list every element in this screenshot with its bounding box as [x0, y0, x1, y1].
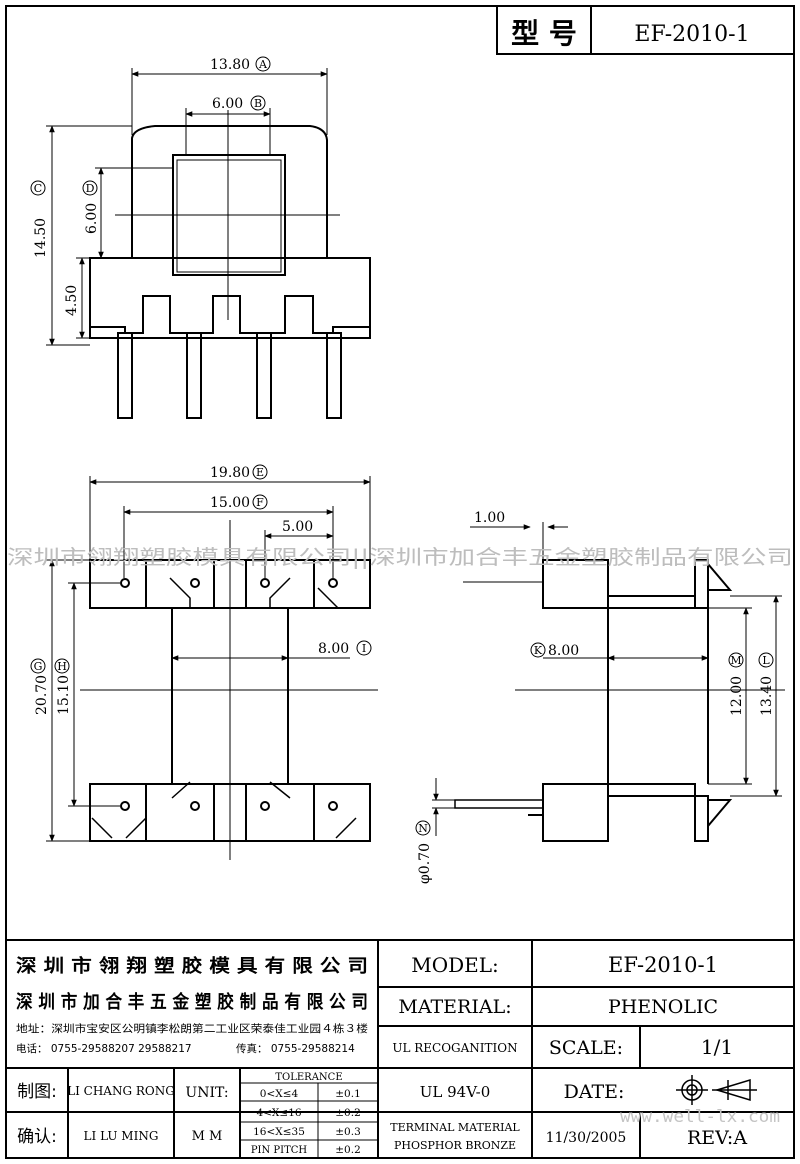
dim-top-height: 14.50 — [33, 218, 49, 258]
material-value: PHENOLIC — [608, 996, 718, 1018]
checked-by-name: LI LU MING — [84, 1129, 159, 1143]
dim-pin-row: 15.10 — [56, 675, 72, 715]
title-block — [6, 939, 794, 1158]
unit-label: UNIT: — [185, 1085, 228, 1101]
checked-by-label: 确认: — [17, 1127, 57, 1147]
ul-label: UL RECOGANITION — [392, 1041, 517, 1055]
header-model-label: 型 号 — [511, 17, 577, 50]
dim-core-width: 8.00 — [318, 641, 349, 657]
dim-side-flange: 1.00 — [474, 510, 505, 526]
header-model-value: EF-2010-1 — [634, 22, 749, 47]
terminal-material-label: TERMINAL MATERIAL — [390, 1121, 520, 1134]
watermark-text: 深圳市翎翔塑胶模具有限公司||深圳市加合丰五金塑胶制品有限公司 — [7, 545, 793, 569]
ref-a: A — [258, 58, 268, 71]
dim-pin-dia: φ0.70 — [417, 843, 433, 884]
terminal-material-value: PHOSPHOR BRONZE — [394, 1139, 516, 1152]
ref-l: L — [762, 654, 770, 667]
ref-n: N — [418, 822, 428, 835]
ref-b: B — [254, 97, 262, 110]
tolerance-value-3: ±0.3 — [335, 1126, 361, 1138]
dim-top-width: 13.80 — [210, 57, 250, 73]
watermark-site: www.well-lx.com — [620, 1107, 780, 1127]
model-value: EF-2010-1 — [608, 953, 718, 977]
tolerance-range-2: 4<X≤16 — [256, 1107, 301, 1119]
side-view-dimension-text: 1.00 K 8.00 12.00 M 13.40 L φ0.70 N — [415, 510, 775, 884]
ref-h: H — [57, 660, 67, 673]
tolerance-title: TOLERANCE — [275, 1072, 342, 1083]
dim-side-inner: 12.00 — [729, 676, 745, 716]
unit-value: M M — [192, 1129, 223, 1144]
dim-side-core: 8.00 — [548, 643, 579, 659]
company-address: 地址：深圳市宝安区公明镇李松朗第二工业区荣泰佳工业园４栋３楼 — [16, 1022, 369, 1035]
company-phone: 电话： 0755-29588207 29588217 — [16, 1042, 192, 1055]
top-view-dimensions — [46, 68, 328, 346]
dim-pin-pitch: 5.00 — [282, 519, 313, 535]
top-view — [89, 110, 371, 419]
dim-top-base: 4.50 — [64, 285, 80, 316]
revision: REV:A — [687, 1127, 747, 1149]
material-label: MATERIAL: — [398, 996, 511, 1018]
tolerance-value-2: ±0.2 — [335, 1107, 361, 1119]
header-model-box: 型 号 EF-2010-1 — [496, 5, 795, 55]
bottom-view — [80, 520, 378, 860]
ref-i: I — [362, 642, 366, 655]
ref-g: G — [34, 660, 43, 673]
company-fax: 传真： 0755-29588214 — [236, 1042, 355, 1055]
sheet-border — [5, 5, 795, 1159]
dim-top-inner: 6.00 — [212, 96, 243, 112]
ref-c: C — [34, 182, 42, 195]
ref-d: D — [86, 182, 95, 195]
dim-pin-span: 15.00 — [210, 495, 250, 511]
dim-bottom-length: 20.70 — [34, 675, 50, 715]
company-name-2: 深 圳 市 加 合 丰 五 金 塑 胶 制 品 有 限 公 司 — [16, 991, 368, 1013]
scale-value: 1/1 — [701, 1035, 733, 1059]
tolerance-value-1: ±0.1 — [335, 1088, 361, 1100]
drawn-by-label: 制图: — [17, 1082, 57, 1102]
ref-m: M — [730, 654, 741, 667]
dim-top-window: 6.00 — [84, 203, 100, 234]
title-block-text: 深 圳 市 翎 翔 塑 胶 模 具 有 限 公 司 深 圳 市 加 合 丰 五 … — [16, 953, 747, 1156]
drawn-by-name: LI CHANG RONG — [67, 1084, 175, 1098]
tolerance-value-4: ±0.2 — [335, 1144, 361, 1156]
ref-f: F — [256, 496, 264, 509]
bottom-view-dimensions — [46, 476, 371, 842]
projection-symbol-icon — [676, 1075, 757, 1105]
dim-side-outer: 13.40 — [759, 676, 775, 716]
tolerance-range-4: PIN PITCH — [251, 1145, 308, 1156]
side-view — [454, 559, 785, 842]
tolerance-range-1: 0<X≤4 — [260, 1088, 299, 1100]
top-view-dimension-text: 13.80 A 6.00 B 14.50 C 6.00 D 4.50 — [30, 56, 271, 316]
date-label: DATE: — [564, 1081, 625, 1103]
bottom-view-dimension-text: 19.80 E 15.00 F 5.00 8.00 I 20.70 G 15.1… — [30, 464, 372, 715]
scale-label: SCALE: — [549, 1037, 623, 1059]
model-label: MODEL: — [411, 953, 499, 977]
side-view-dimensions — [432, 522, 782, 836]
ref-e: E — [256, 466, 264, 479]
date-value: 11/30/2005 — [546, 1130, 627, 1146]
ref-k: K — [534, 644, 543, 657]
tolerance-range-3: 16<X≤35 — [253, 1126, 305, 1138]
company-name-1: 深 圳 市 翎 翔 塑 胶 模 具 有 限 公 司 — [16, 955, 368, 977]
dim-bottom-width: 19.80 — [210, 465, 250, 481]
ul-value: UL 94V-0 — [420, 1083, 491, 1101]
